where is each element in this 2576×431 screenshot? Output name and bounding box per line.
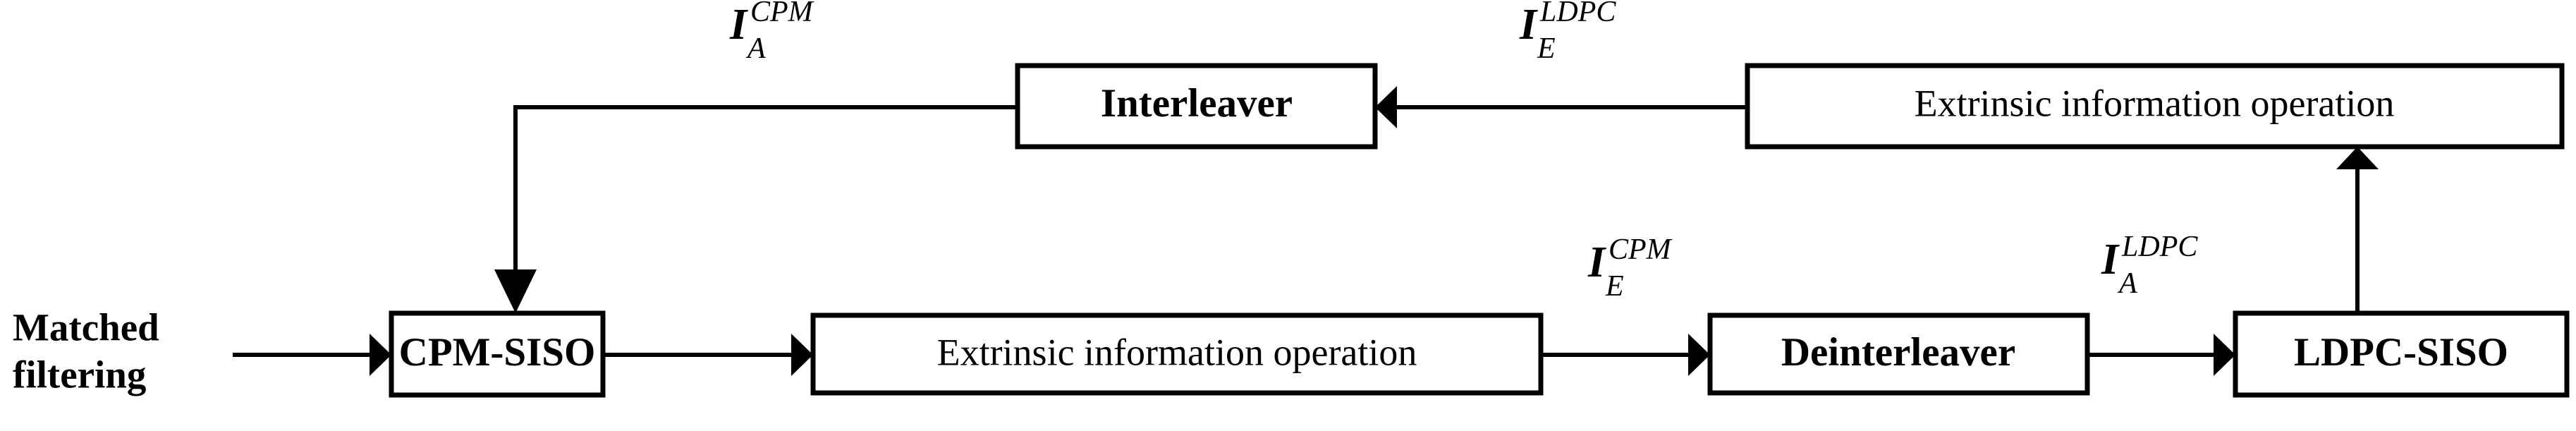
block-cpm-siso[interactable]: CPM-SISO [389,310,606,398]
arrowhead-icon [370,334,391,376]
edge-ext-info-bottom-to-deinterleaver [1541,334,1710,376]
block-ext-info-bottom[interactable]: Extrinsic information operation [810,312,1544,396]
input-label-line2: filtering [13,353,146,396]
signal-label-ia-ldpc-sup: LDPC [2121,231,2198,263]
arrowhead-icon [494,269,537,313]
arrowhead-icon [2336,147,2379,169]
signal-label-ia-ldpc: I LDPC A [2101,231,2198,300]
block-ext-info-top[interactable]: Extrinsic information operation [1745,63,2565,150]
block-ldpc-siso[interactable]: LDPC-SISO [2233,310,2570,398]
signal-label-ia-ldpc-base: I [2101,236,2120,284]
signal-label-ia-cpm-sup: CPM [750,0,814,28]
signal-label-ia-ldpc-sub: A [2117,267,2137,300]
block-interleaver-label: Interleaver [1101,81,1293,126]
arrowhead-icon [2214,334,2235,376]
edge-deinterleaver-to-ldpc-siso [2087,334,2235,376]
signal-label-ia-cpm-base: I [729,1,748,49]
block-interleaver-rect[interactable] [1015,63,1378,150]
block-ext-info-top-rect[interactable] [1745,63,2565,150]
block-deinterleaver[interactable]: Deinterleaver [1707,312,2090,396]
signal-label-ia-cpm-sub: A [745,32,766,65]
block-ldpc-siso-rect[interactable] [2233,310,2570,398]
block-ext-info-bottom-label: Extrinsic information operation [937,331,1417,373]
edge-interleaver-to-cpm-siso [494,105,1018,313]
block-interleaver[interactable]: Interleaver [1015,63,1378,150]
edge-cpm-siso-to-ext-info-bottom [603,334,813,376]
edge-ldpc-siso-to-ext-info-top [2336,147,2379,313]
signal-label-ie-cpm-sup: CPM [1609,233,1673,266]
block-ldpc-siso-label: LDPC-SISO [2294,330,2508,375]
arrowhead-icon [1688,334,1710,376]
arrowhead-icon [1375,86,1397,128]
signal-label-ie-cpm-base: I [1587,238,1606,286]
input-label-line1: Matched [13,306,159,349]
block-ext-info-top-label: Extrinsic information operation [1915,82,2395,124]
signal-label-ie-ldpc-sup: LDPC [1539,0,1616,28]
block-deinterleaver-label: Deinterleaver [1781,330,2015,375]
signal-label-ie-cpm-sub: E [1605,270,1624,303]
block-cpm-siso-label: CPM-SISO [399,330,596,375]
signal-label-ie-cpm: I CPM E [1587,233,1673,303]
signal-label-ie-ldpc-base: I [1519,1,1538,49]
edge-ext-info-top-to-interleaver [1375,86,1747,128]
signal-label-ie-ldpc-sub: E [1537,32,1556,65]
arrowhead-icon [791,334,813,376]
signal-label-ia-cpm: I CPM A [729,0,814,65]
edge-input-to-cpm-siso [233,334,391,376]
signal-label-ie-ldpc: I LDPC E [1519,0,1616,65]
block-deinterleaver-rect[interactable] [1707,312,2090,396]
